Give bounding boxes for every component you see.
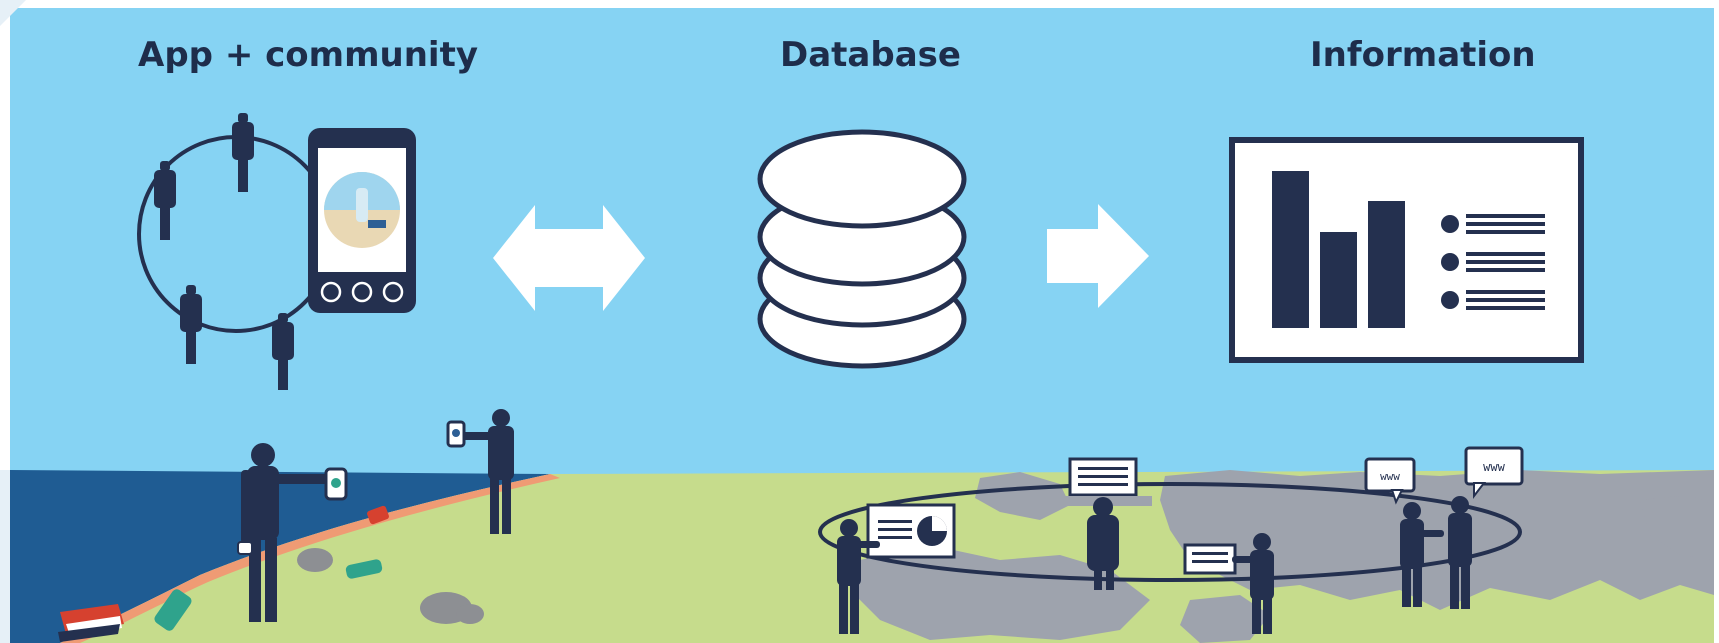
network-orbit <box>818 482 1522 582</box>
person-at-computer <box>1054 457 1152 590</box>
corner-shade-top <box>0 0 26 26</box>
bar-chart-bar-3 <box>1368 201 1405 328</box>
right-arrow-icon <box>1047 204 1149 308</box>
community-person-3 <box>180 285 202 364</box>
people-talking: www www <box>1364 446 1524 609</box>
bullet-list-icon <box>1441 214 1545 310</box>
speech-bubble-right-text: www <box>1483 460 1505 474</box>
information-title: Information <box>1310 35 1536 75</box>
bar-chart-bar-2 <box>1320 232 1357 328</box>
information-board <box>1229 137 1584 363</box>
europe-map <box>850 470 1714 643</box>
person-with-laptop <box>1183 533 1274 634</box>
database-title: Database <box>780 35 961 75</box>
person-with-phone-2 <box>446 409 514 534</box>
smartphone <box>308 128 416 313</box>
bidirectional-arrow-icon <box>493 205 645 311</box>
database-cylinder-icon <box>757 129 967 369</box>
speech-bubble-right: www <box>1464 446 1524 499</box>
app-community-title: App + community <box>138 35 478 75</box>
person-with-phone-1 <box>237 443 348 622</box>
speech-bubble-left: www <box>1364 457 1416 505</box>
community-person-4 <box>272 313 294 390</box>
bar-chart-bar-1 <box>1272 171 1309 328</box>
beach-litter <box>58 505 484 642</box>
speech-bubble-left-text: www <box>1380 470 1400 483</box>
sea <box>10 470 550 643</box>
community-person-2 <box>154 161 176 240</box>
community-person-1 <box>232 113 254 192</box>
left-edge-shade <box>0 470 10 643</box>
person-presenting-chart <box>837 503 956 634</box>
